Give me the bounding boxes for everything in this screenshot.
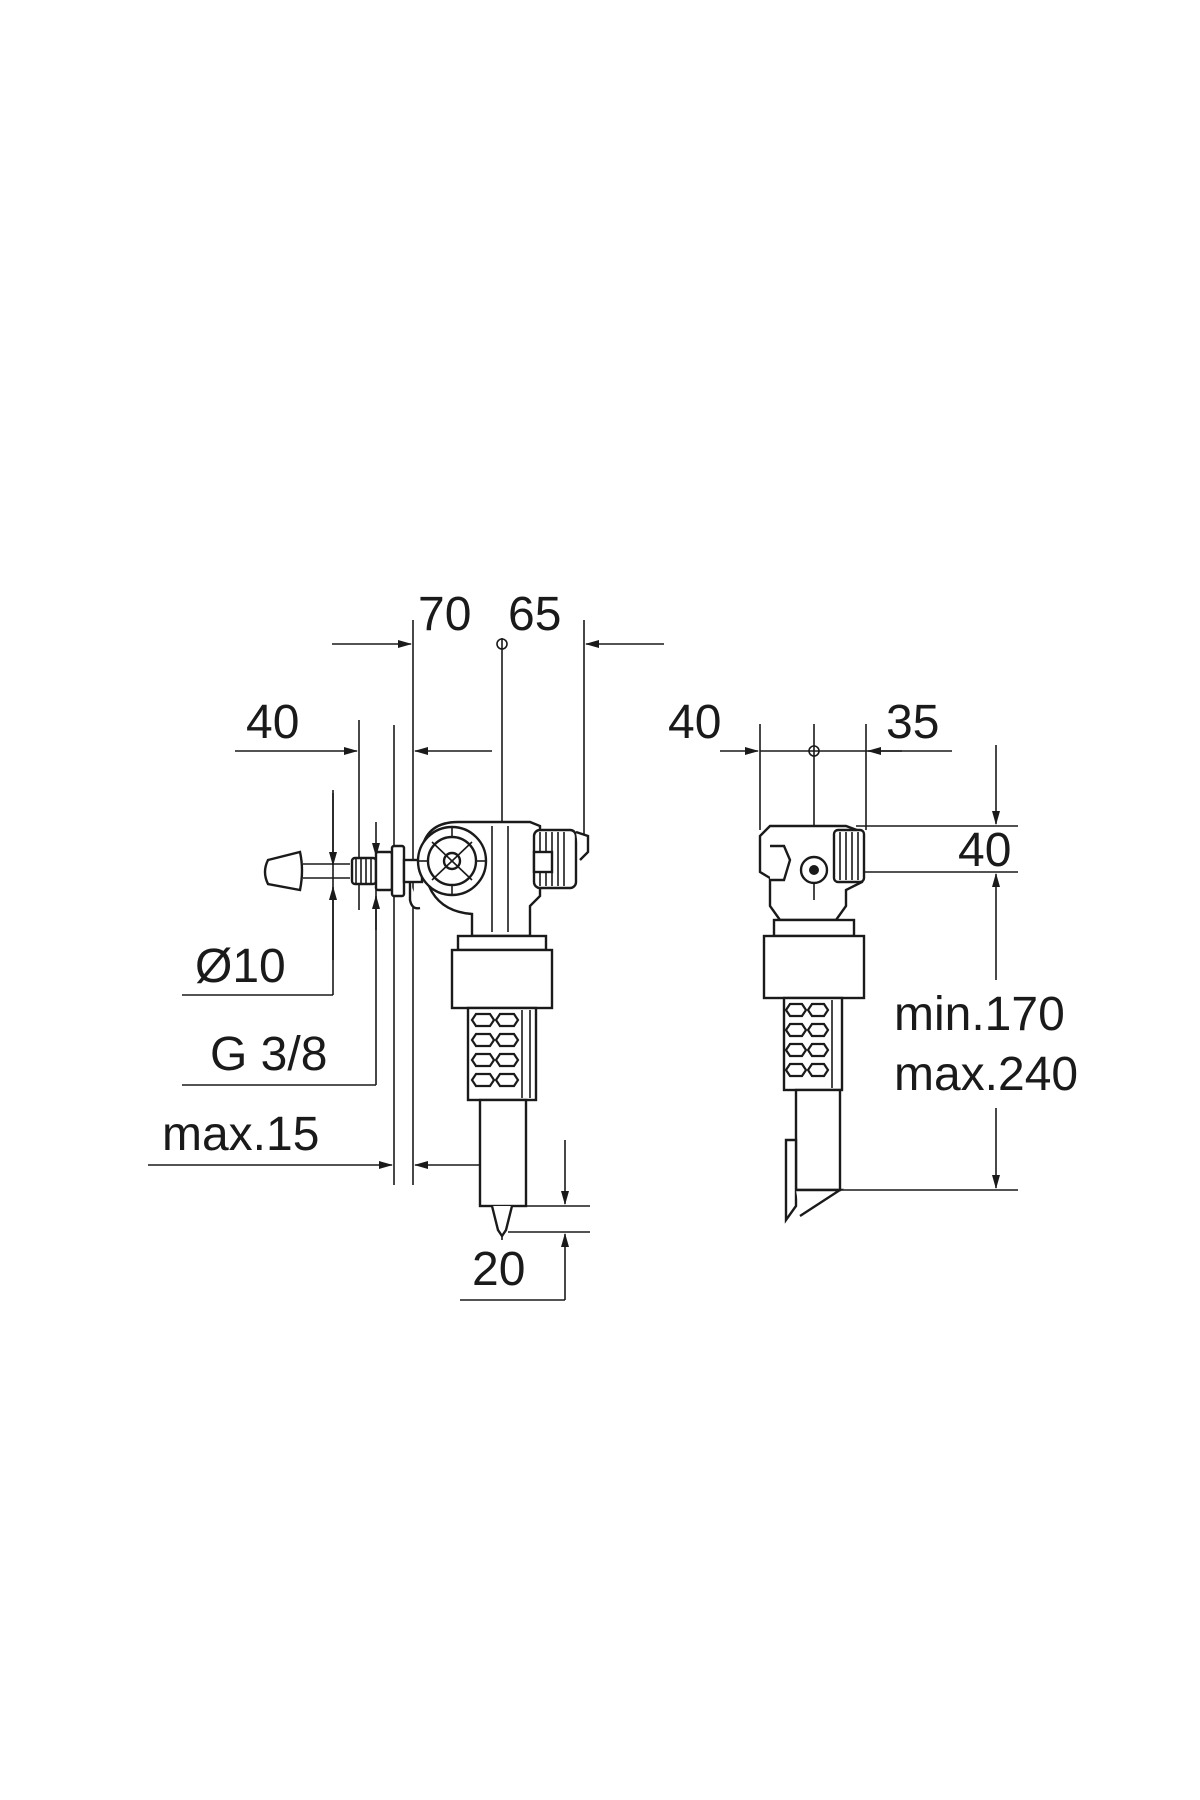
end-cap-icon xyxy=(263,850,304,892)
dim-thread: G 3/8 xyxy=(210,1028,327,1081)
dim-70: 70 xyxy=(418,588,471,641)
side-valve-head-icon xyxy=(758,824,866,922)
side-view: 40 35 40 min.170 max.240 xyxy=(668,696,1078,1224)
dim-max15: max.15 xyxy=(162,1108,319,1161)
side-float-body-icon xyxy=(762,934,866,1000)
side-center-mark xyxy=(808,745,820,757)
dim-65: 65 xyxy=(508,588,561,641)
dim-20: 20 xyxy=(472,1243,525,1296)
dim-40-front: 40 xyxy=(246,696,299,749)
center-mark-top xyxy=(496,638,508,650)
outlet-tip xyxy=(490,1205,514,1239)
side-dim-max: max.240 xyxy=(894,1048,1078,1101)
side-dim-min: min.170 xyxy=(894,988,1065,1041)
side-dim-35: 35 xyxy=(886,696,939,749)
side-dim-40-right: 40 xyxy=(958,824,1011,877)
side-float-collar xyxy=(772,918,856,938)
dim-diameter: Ø10 xyxy=(195,940,286,993)
lattice-tube-icon xyxy=(466,1006,538,1102)
side-dim-40: 40 xyxy=(668,696,721,749)
side-lattice-tube-icon xyxy=(782,996,844,1092)
side-outlet-bevel xyxy=(796,1188,845,1218)
side-outlet-tip xyxy=(784,1138,798,1224)
valve-head-icon xyxy=(416,820,556,938)
threaded-connector-icon xyxy=(350,844,424,910)
float-collar xyxy=(456,934,548,952)
float-body-icon xyxy=(450,948,554,1010)
front-view: 70 65 40 Ø10 G 3/8 max.15 20 xyxy=(148,588,664,1301)
side-lower-pipe xyxy=(794,1088,842,1192)
lower-pipe xyxy=(478,1098,528,1208)
adjustment-knob-icon xyxy=(532,828,590,890)
